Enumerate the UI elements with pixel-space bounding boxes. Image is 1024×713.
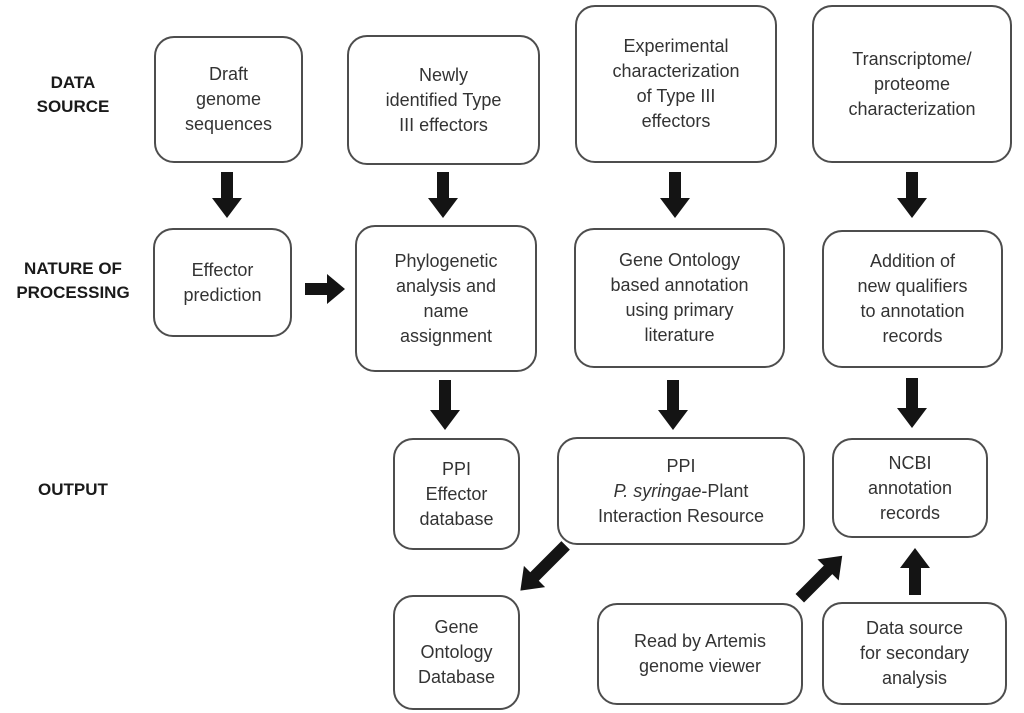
box-draft-genome-sequences: Draft genome sequences [154, 36, 303, 163]
box-experimental-characterization-label: Experimental characterization of Type II… [612, 36, 740, 131]
box-addition-of-qualifiers-label: Addition of new qualifiers to annotation… [857, 251, 968, 346]
box-effector-prediction: Effector prediction [153, 228, 292, 337]
box-phylogenetic-analysis: Phylogenetic analysis and name assignmen… [355, 225, 537, 372]
arrow-phylogenetic-to-ppi-effector-db [430, 380, 460, 430]
arrow-ppi-interaction-to-go-database [520, 541, 570, 591]
arrow-transcriptome-to-qualifiers [897, 172, 927, 218]
arrow-go-annotation-to-ppi-interaction [658, 380, 688, 430]
box-ncbi-annotation-records-label: NCBI annotation records [867, 452, 953, 523]
box-draft-genome-sequences-label: Draft genome sequences [184, 64, 273, 134]
box-data-source-secondary-label: Data source for secondary analysis [859, 618, 970, 688]
box-addition-of-qualifiers: Addition of new qualifiers to annotation… [822, 230, 1003, 368]
box-transcriptome-proteome-label: Transcriptome/ proteome characterization [848, 48, 976, 119]
ppi-line2-rest: -Plant [701, 480, 749, 501]
box-go-based-annotation-label: Gene Ontology based annotation using pri… [610, 250, 749, 345]
box-ppi-effector-database: PPI Effector database [393, 438, 520, 550]
box-read-by-artemis: Read by Artemis genome viewer [597, 603, 803, 705]
arrow-newly-identified-to-phylogenetic [428, 172, 458, 218]
arrow-artemis-to-ncbi [795, 555, 843, 603]
row-label-nature-of-processing: NATURE OF PROCESSING [16, 259, 130, 302]
box-go-based-annotation: Gene Ontology based annotation using pri… [574, 228, 785, 368]
box-effector-prediction-label: Effector prediction [183, 259, 262, 305]
arrow-effector-prediction-to-phylogenetic [305, 274, 345, 304]
box-phylogenetic-analysis-label: Phylogenetic analysis and name assignmen… [394, 250, 498, 346]
box-newly-identified-effectors: Newly identified Type III effectors [347, 35, 540, 165]
ppi-line3: Interaction Resource [597, 505, 765, 526]
arrow-data-source-to-ncbi [900, 548, 930, 595]
box-read-by-artemis-label: Read by Artemis genome viewer [633, 631, 767, 676]
box-ppi-effector-database-label: PPI Effector database [419, 458, 494, 529]
arrow-experimental-to-go-annotation [660, 172, 690, 218]
box-ncbi-annotation-records: NCBI annotation records [832, 438, 988, 538]
ppi-line1: PPI [666, 455, 696, 476]
ppi-species-italic: P. syringae [613, 480, 702, 501]
box-gene-ontology-database-label: Gene Ontology Database [417, 617, 496, 687]
row-label-data-source: DATA SOURCE [36, 73, 110, 116]
box-gene-ontology-database: Gene Ontology Database [393, 595, 520, 710]
box-experimental-characterization: Experimental characterization of Type II… [575, 5, 777, 163]
row-label-output: OUTPUT [38, 480, 108, 499]
arrow-qualifiers-to-ncbi [897, 378, 927, 428]
box-transcriptome-proteome: Transcriptome/ proteome characterization [812, 5, 1012, 163]
box-data-source-secondary: Data source for secondary analysis [822, 602, 1007, 705]
arrow-draft-to-effector-prediction [212, 172, 242, 218]
box-newly-identified-effectors-label: Newly identified Type III effectors [385, 64, 502, 135]
